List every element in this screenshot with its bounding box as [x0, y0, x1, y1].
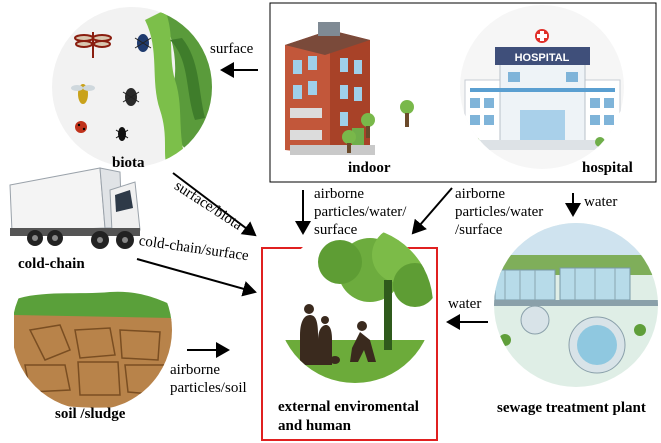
arrow-hospital-diagonal — [411, 187, 453, 235]
center-label-line2: and human — [278, 418, 351, 434]
center-label-line1: external enviromental — [278, 399, 419, 415]
edge-label-indoor-line2: particles/water/ — [314, 204, 407, 220]
bug-icon — [122, 88, 140, 106]
dragonfly-icon — [74, 32, 112, 58]
sewage-plant-illustration — [494, 223, 658, 387]
edge-label-water-to-center: water — [448, 296, 482, 312]
ladybug-icon — [75, 121, 87, 133]
edge-label-soil-line2: particles/soil — [170, 380, 247, 396]
biota-label: biota — [112, 155, 145, 171]
indoor-building-illustration — [285, 22, 414, 155]
sewage-label: sewage treatment plant — [497, 400, 646, 416]
edge-label-surface: surface — [210, 41, 254, 57]
indoor-hospital-frame — [269, 2, 657, 183]
edge-label-indoor-line3: surface — [314, 222, 358, 238]
hospital-sign: HOSPITAL — [515, 52, 570, 64]
indoor-label: indoor — [348, 160, 391, 176]
arrow-coldchain-to-center — [136, 258, 257, 297]
beetle-icon — [134, 34, 152, 52]
edge-label-hospital-line2: particles/water — [455, 204, 544, 220]
arrow-biota-to-center — [172, 172, 257, 237]
edge-label-soil-line1: airborne — [170, 362, 220, 378]
cold-chain-label: cold-chain — [18, 256, 85, 272]
edge-label-indoor-line1: airborne — [314, 186, 364, 202]
cold-chain-truck-illustration — [9, 167, 141, 249]
edge-label-hospital-line1: airborne — [455, 186, 505, 202]
soil-sludge-label: soil /sludge — [55, 406, 126, 422]
wasp-icon — [71, 84, 95, 104]
soil-sludge-illustration — [12, 250, 172, 410]
edge-label-hospital-line3: /surface — [455, 222, 503, 238]
edge-label-water-to-sewage: water — [584, 194, 618, 210]
ant-icon — [115, 127, 129, 141]
hospital-label: hospital — [582, 160, 633, 176]
